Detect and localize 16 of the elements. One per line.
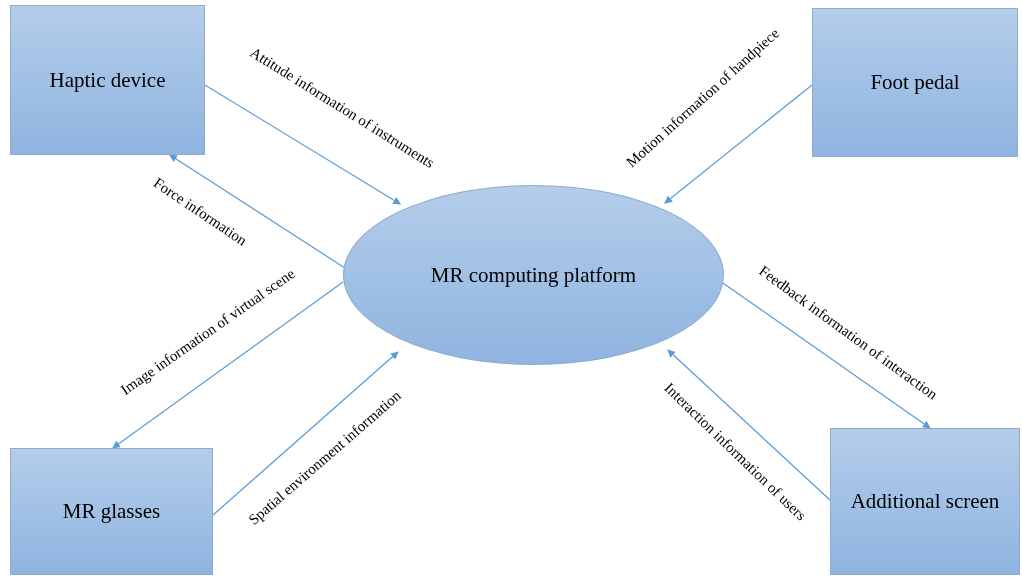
process-box [812,8,1018,157]
node-label: MR computing platform [430,261,637,289]
node-label: MR glasses [62,498,161,525]
node-label: Foot pedal [870,69,960,96]
process-box [830,428,1020,575]
arrow [722,282,931,429]
arrow [667,349,831,501]
arrow [169,154,346,269]
arrow [112,281,344,449]
node-label: Haptic device [49,66,166,94]
arrow [204,84,401,205]
arrow [212,351,399,516]
arrow [664,84,813,204]
process-box [10,5,205,155]
node-label: Additional screen [850,488,1000,515]
process-box [10,448,213,575]
